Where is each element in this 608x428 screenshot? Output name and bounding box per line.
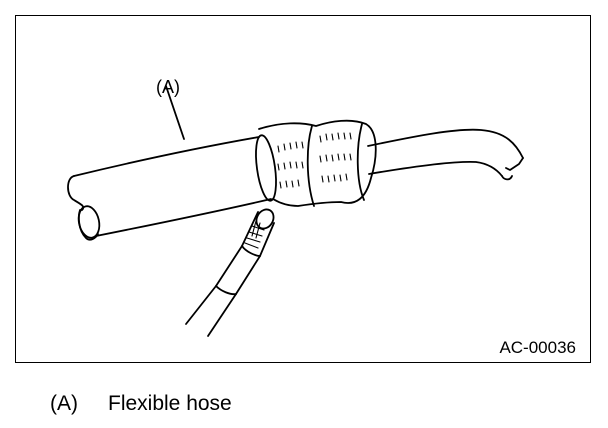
callout-label: (A) — [156, 77, 180, 97]
inspection-tool — [185, 208, 275, 337]
metal-tube — [367, 128, 524, 181]
hose-clamp — [255, 119, 377, 207]
hose-illustration — [67, 85, 524, 337]
legend-item: (A) Flexible hose — [50, 392, 232, 416]
illustration-frame: (A) AC-00036 — [15, 15, 591, 363]
legend-key: (A) — [50, 392, 78, 415]
callout-leader-line — [165, 85, 185, 140]
legend-text: Flexible hose — [108, 392, 232, 415]
figure-code: AC-00036 — [499, 338, 576, 357]
flexible-hose — [67, 136, 272, 241]
